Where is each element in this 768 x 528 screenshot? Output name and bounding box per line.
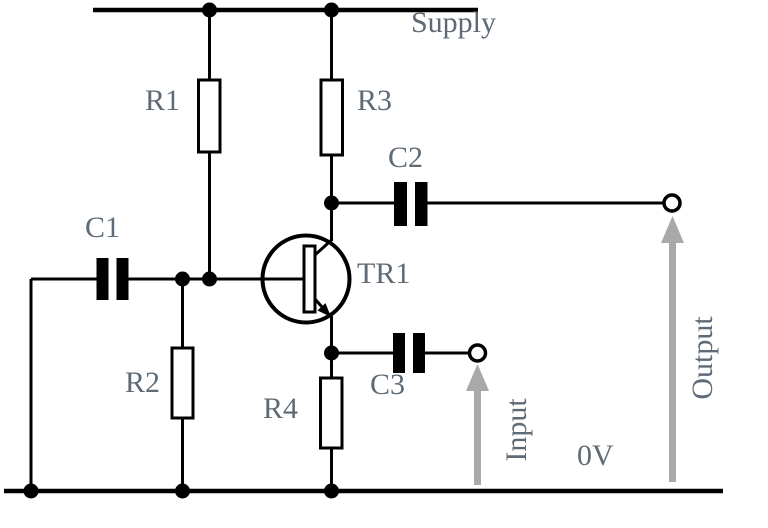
resistor-r4-label: R4 [263, 392, 299, 425]
resistor-r2-body [170, 346, 195, 420]
capacitor-c3-label: C3 [370, 368, 406, 401]
input-label: Input [500, 398, 533, 462]
transistor-tr1-base-bar [302, 244, 317, 314]
resistor-r1-label: R1 [145, 84, 181, 117]
output-label: Output [686, 316, 719, 400]
junction-dot-base-r2 [175, 271, 190, 287]
capacitor-c1-label: C1 [85, 211, 121, 244]
junction-dot-ground-r4 [324, 483, 339, 499]
input-arrow-icon [466, 364, 489, 391]
junction-dot-ground-r2 [175, 483, 190, 499]
junction-dot-supply-r1 [202, 2, 217, 18]
resistor-r4-body [319, 376, 344, 450]
supply-rail-label: Supply [411, 6, 497, 39]
resistor-r3-body [319, 78, 344, 157]
capacitor-c2-plate-left [394, 182, 407, 226]
junction-dot-ground-left [23, 483, 39, 499]
resistor-r2-label: R2 [125, 366, 161, 399]
junction-dot-emitter [324, 345, 339, 361]
junction-dot-supply-r3 [324, 2, 339, 18]
transistor-tr1-collector-lead [313, 238, 333, 257]
resistor-r3-label: R3 [357, 84, 393, 117]
capacitor-c1-plate-right [116, 258, 129, 300]
resistor-r1-body [197, 78, 222, 154]
output-arrow-icon [661, 216, 684, 243]
junction-dot-base-r1 [202, 271, 217, 287]
capacitor-c2-label: C2 [388, 141, 424, 174]
output-terminal [662, 193, 682, 213]
input-terminal [467, 343, 488, 363]
ground-rail-label: 0V [577, 439, 614, 472]
transistor-tr1-emitter-arrow-icon [317, 303, 331, 317]
capacitor-c3-plate-left [393, 333, 405, 373]
capacitor-c3-plate-right [413, 333, 425, 373]
capacitor-c2-plate-right [415, 182, 428, 226]
capacitor-c1-plate-left [96, 258, 109, 300]
transistor-tr1-circle [260, 233, 352, 325]
junction-dot-collector [324, 195, 339, 211]
transistor-tr1-label: TR1 [357, 257, 411, 290]
